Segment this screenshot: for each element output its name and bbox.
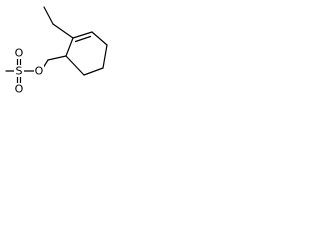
oxygen-top-atom-label: O — [15, 47, 24, 60]
bond-ring-c2-c3-double — [74, 35, 92, 43]
bond-ring-c3-c4 — [91, 31, 108, 46]
bond-ring-c4-c5 — [102, 44, 108, 69]
bond-ring-ethyl — [52, 23, 74, 39]
bond-ethyl-methyl — [43, 6, 54, 25]
bond-methylene-ring — [47, 55, 67, 61]
bond-ring-c5-c6 — [83, 67, 104, 76]
bond-ring-c6-c1 — [65, 55, 85, 76]
bond-ring-c1-c2 — [65, 37, 74, 57]
sulfur-atom-label: S — [16, 65, 23, 78]
oxygen-ester-atom-label: O — [35, 65, 44, 78]
bond-ring-c2-c3 — [72, 31, 93, 39]
chemical-structure-diagram: S O O O — [5, 6, 108, 96]
oxygen-bottom-atom-label: O — [15, 83, 24, 96]
